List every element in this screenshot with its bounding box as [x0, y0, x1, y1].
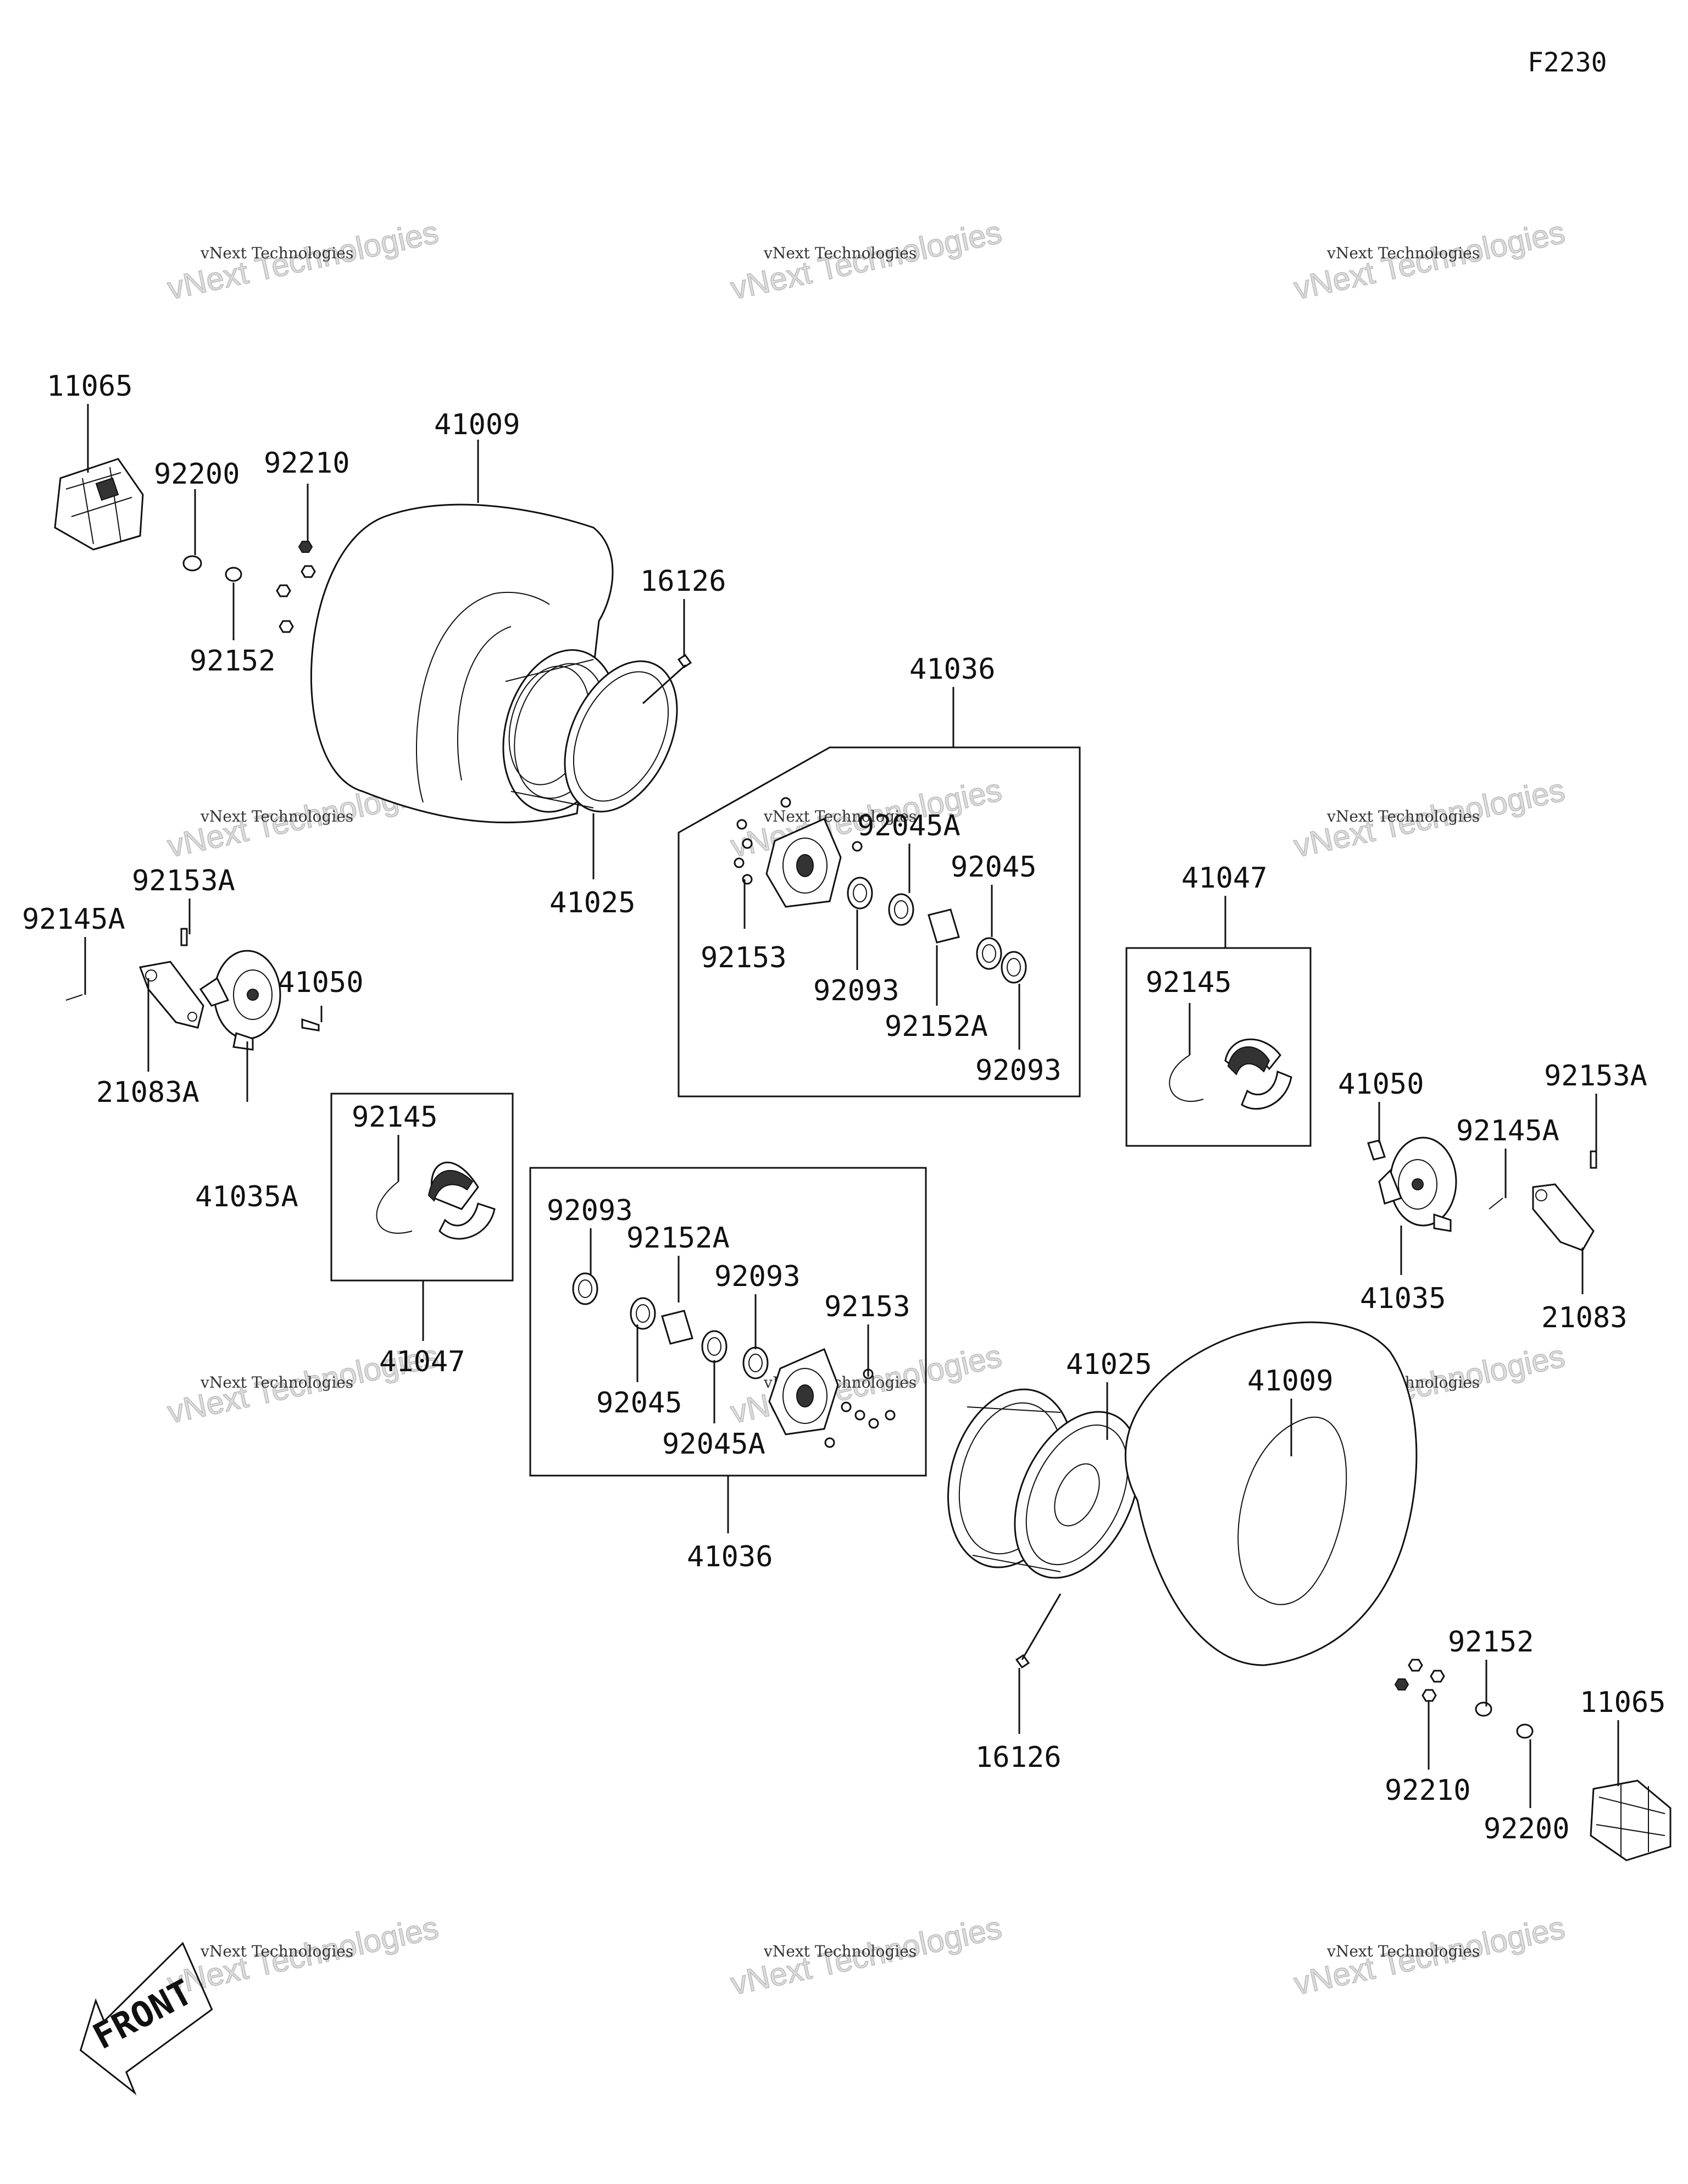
part-label: 41035A [195, 1180, 298, 1213]
cam-lever-right [1532, 1183, 1595, 1251]
part-label: 41036 [909, 653, 996, 686]
brake-panel-right [1378, 1137, 1457, 1232]
part-label: 92045 [951, 851, 1037, 884]
hub-cap-upper [54, 458, 144, 551]
part-label: 92153A [132, 864, 235, 897]
bearings-lower [572, 1272, 769, 1379]
part-label: 92210 [1385, 1774, 1471, 1807]
screw-left [65, 928, 320, 1032]
part-label: 92045A [857, 810, 960, 842]
watermark-small: vNext Technologies [1326, 244, 1480, 262]
watermark: vNext Technologies vNext Technologies [164, 1909, 442, 2002]
part-label: 11065 [1580, 1686, 1666, 1719]
watermark-small: vNext Technologies [763, 807, 917, 825]
brake-panel-left [199, 950, 281, 1051]
part-label: 92152A [885, 1010, 988, 1043]
nuts-hub-lower [824, 1368, 896, 1448]
front-label: FRONT [87, 1972, 199, 2058]
watermark-small: vNext Technologies [200, 244, 353, 262]
part-label: 92145A [22, 903, 125, 936]
part-label: 41050 [277, 966, 364, 999]
part-label: 16126 [975, 1741, 1062, 1774]
hub-upper [765, 818, 842, 908]
part-label: 92093 [813, 974, 899, 1007]
part-label: 11065 [47, 370, 133, 403]
watermark-small: vNext Technologies [1326, 1942, 1480, 1960]
part-label: 21083 [1541, 1301, 1628, 1334]
nuts-upper [182, 541, 316, 633]
brake-shoe-box-right [1125, 947, 1312, 1147]
valve-stem-upper [642, 653, 692, 705]
hub-lower [768, 1348, 839, 1435]
watermark-small: vNext Technologies [763, 244, 917, 262]
part-label: 92145 [352, 1101, 438, 1134]
watermark: vNext Technologies vNext Technologies [1290, 1909, 1568, 2002]
part-label: 21083A [96, 1076, 199, 1109]
part-label: 41025 [1066, 1348, 1152, 1381]
watermark-small: vNext Technologies [200, 1373, 353, 1392]
brake-shoe-right [1169, 1038, 1292, 1110]
part-label: 92045 [596, 1387, 682, 1420]
part-label: 92210 [264, 447, 350, 480]
valve-stem-lower [1015, 1593, 1062, 1669]
part-label: 92145A [1456, 1115, 1559, 1148]
part-labels: 11065 92200 92210 92152 41009 16126 4102… [22, 370, 1666, 1845]
watermark-small: vNext Technologies [763, 1942, 917, 1960]
part-label: 92200 [154, 458, 240, 491]
part-label: 92200 [1484, 1812, 1570, 1845]
watermark: vNext Technologies vNext Technologies [1290, 772, 1568, 864]
watermark: vNext Technologies vNext Technologies [727, 1338, 1005, 1431]
part-label: 16126 [640, 565, 726, 598]
bearings-upper [847, 877, 1027, 984]
part-label: 92153 [824, 1290, 910, 1323]
part-label: 41035 [1360, 1282, 1446, 1315]
watermark: vNext Technologies vNext Technologies [727, 214, 1005, 307]
leader-lines [84, 404, 1619, 1808]
part-label: 92152A [626, 1222, 730, 1255]
watermark-small: vNext Technologies [200, 807, 353, 825]
watermark: vNext Technologies vNext Technologies [164, 214, 442, 307]
part-label: 41009 [1247, 1365, 1334, 1398]
part-label: 41036 [687, 1540, 773, 1573]
cam-lever-left [138, 961, 204, 1029]
part-label: 41009 [434, 408, 520, 441]
watermark-small: vNext Technologies [1326, 807, 1480, 825]
watermark-small: vNext Technologies [200, 1942, 353, 1960]
part-label: 92045A [662, 1428, 765, 1461]
part-label: 41047 [379, 1345, 465, 1378]
nuts-hub-upper [734, 797, 863, 885]
part-label: 92093 [547, 1194, 633, 1227]
part-label: 92093 [975, 1054, 1062, 1087]
watermark: vNext Technologies vNext Technologies [727, 1909, 1005, 2002]
part-label: 41025 [549, 886, 636, 919]
watermark: vNext Technologies vNext Technologies [1290, 214, 1568, 307]
part-label: 92152 [190, 645, 276, 678]
part-label: 92153 [701, 941, 787, 974]
brake-shoe-box-left [330, 1093, 514, 1282]
part-label: 92093 [714, 1260, 801, 1293]
figure-code: F2230 [1528, 47, 1607, 78]
rim-lower [947, 1388, 1140, 1579]
brake-shoe-left [376, 1161, 496, 1240]
tire-lower [1124, 1321, 1418, 1666]
part-label: 41050 [1338, 1068, 1424, 1101]
part-label: 92152 [1448, 1626, 1534, 1659]
hub-box-upper [678, 746, 1081, 1097]
hub-cap-lower [1590, 1780, 1672, 1861]
nuts-lower [1394, 1659, 1534, 1739]
part-label: 92153A [1544, 1060, 1647, 1093]
part-label: 41047 [1181, 862, 1268, 895]
part-label: 92145 [1146, 966, 1232, 999]
